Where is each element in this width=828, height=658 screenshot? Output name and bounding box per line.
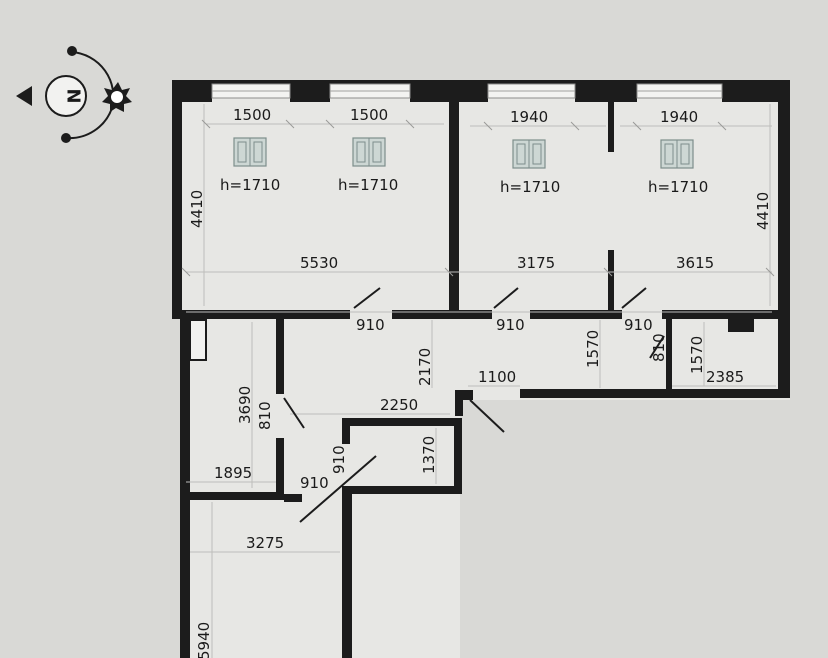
wall-h-rooms-d	[662, 310, 790, 319]
door-swing-room1	[353, 287, 381, 309]
dim-bath-2385: 2385	[706, 368, 744, 386]
dim-bottom-5940: 5940	[195, 622, 213, 658]
column-shape	[189, 319, 207, 361]
dim-side-1570: 1570	[584, 330, 602, 368]
dim-room2-width: 3175	[517, 254, 555, 272]
dim-window-4-height: h=1710	[648, 178, 708, 196]
wall-h-rooms-a	[172, 310, 350, 319]
wall-h-rooms-c	[530, 310, 622, 319]
wall-left-lower	[180, 318, 190, 658]
compass: N	[16, 46, 132, 143]
wall-top-seg2	[290, 80, 330, 102]
window-icon	[660, 139, 694, 169]
door-swing-bath	[649, 335, 665, 359]
dim-door-1: 910	[356, 316, 385, 334]
wall-bath-stub	[728, 318, 754, 332]
window-icon	[233, 137, 267, 167]
dim-hall-1100: 1100	[478, 368, 516, 386]
wall-right-upper	[778, 80, 790, 316]
compass-dot-bottom	[61, 133, 71, 143]
compass-north-icon	[45, 75, 87, 117]
wall-lower-stub	[284, 494, 302, 502]
window-icons	[233, 137, 694, 169]
wall-left-room-right-a	[276, 318, 284, 394]
wall-partition-1	[449, 80, 459, 312]
sun-icon	[102, 82, 132, 112]
dim-window-2-height: h=1710	[338, 176, 398, 194]
dim-bath-810: 810	[650, 333, 668, 362]
dim-room3-width: 3615	[676, 254, 714, 272]
dim-door-2: 910	[496, 316, 525, 334]
dim-door-3: 910	[624, 316, 653, 334]
door-swing-room3	[621, 287, 647, 309]
dimension-labels: 1500 1500 1940 1940 h=1710 h=1710 h=1710…	[188, 106, 772, 658]
wall-closet-top-right	[455, 390, 473, 400]
wall-closet-right-stub	[455, 390, 463, 416]
dim-door-910-a: 910	[300, 474, 329, 492]
windows	[211, 83, 723, 99]
wall-closet-bottom	[342, 486, 462, 494]
wall-partition-2a	[608, 100, 614, 152]
wall-lower-room-right	[342, 486, 352, 658]
wall-corridor-bottom	[520, 389, 790, 398]
compass-label: N	[63, 88, 84, 103]
dimension-lines	[181, 104, 776, 658]
dim-bath-1570: 1570	[688, 336, 706, 374]
wall-closet-top	[342, 418, 462, 426]
compass-dot-top	[67, 46, 77, 56]
dim-left-room-depth: 4410	[188, 190, 206, 228]
dim-room1-width: 5530	[300, 254, 338, 272]
dim-hall-height: 2170	[416, 348, 434, 386]
wall-top-seg4	[575, 80, 637, 102]
wall-left-upper	[172, 80, 182, 312]
wall-closet-left-a	[342, 418, 350, 444]
dim-left-door-810: 810	[256, 401, 274, 430]
dim-door-910-b: 910	[330, 445, 348, 474]
dim-left-room-3690: 3690	[236, 386, 254, 424]
dim-bottom-3275: 3275	[246, 534, 284, 552]
wall-bath-left	[666, 318, 672, 390]
door-swing-closet	[469, 399, 505, 433]
dim-window-2-width: 1500	[350, 106, 388, 124]
door-swing-room2	[493, 287, 519, 309]
window-icon	[352, 137, 386, 167]
dim-window-3-height: h=1710	[500, 178, 560, 196]
compass-arc-bottom	[65, 107, 113, 140]
compass-arrow-icon	[16, 86, 32, 106]
dim-2250: 2250	[380, 396, 418, 414]
dim-window-4-width: 1940	[660, 108, 698, 126]
wall-top-line	[172, 80, 790, 85]
interior-lower	[180, 390, 460, 658]
wall-partition-2b	[608, 250, 614, 312]
wall-right-lower	[778, 316, 790, 398]
dim-window-1-width: 1500	[233, 106, 271, 124]
dim-1370: 1370	[420, 436, 438, 474]
wall-left-room-right-b	[276, 438, 284, 496]
dim-window-3-width: 1940	[510, 108, 548, 126]
door-swing-lower-room	[299, 455, 377, 523]
wall-top-seg5	[722, 80, 790, 102]
wall-h-rooms-b	[392, 310, 492, 319]
dim-left-room-1895: 1895	[214, 464, 252, 482]
doors	[283, 287, 665, 523]
dim-window-1-height: h=1710	[220, 176, 280, 194]
dim-right-room-depth: 4410	[754, 192, 772, 230]
wall-left-room-bottom	[180, 492, 284, 500]
door-swing-left-room	[283, 397, 305, 429]
walls	[172, 80, 790, 658]
window-icon	[512, 139, 546, 169]
wall-closet-right	[454, 418, 462, 494]
